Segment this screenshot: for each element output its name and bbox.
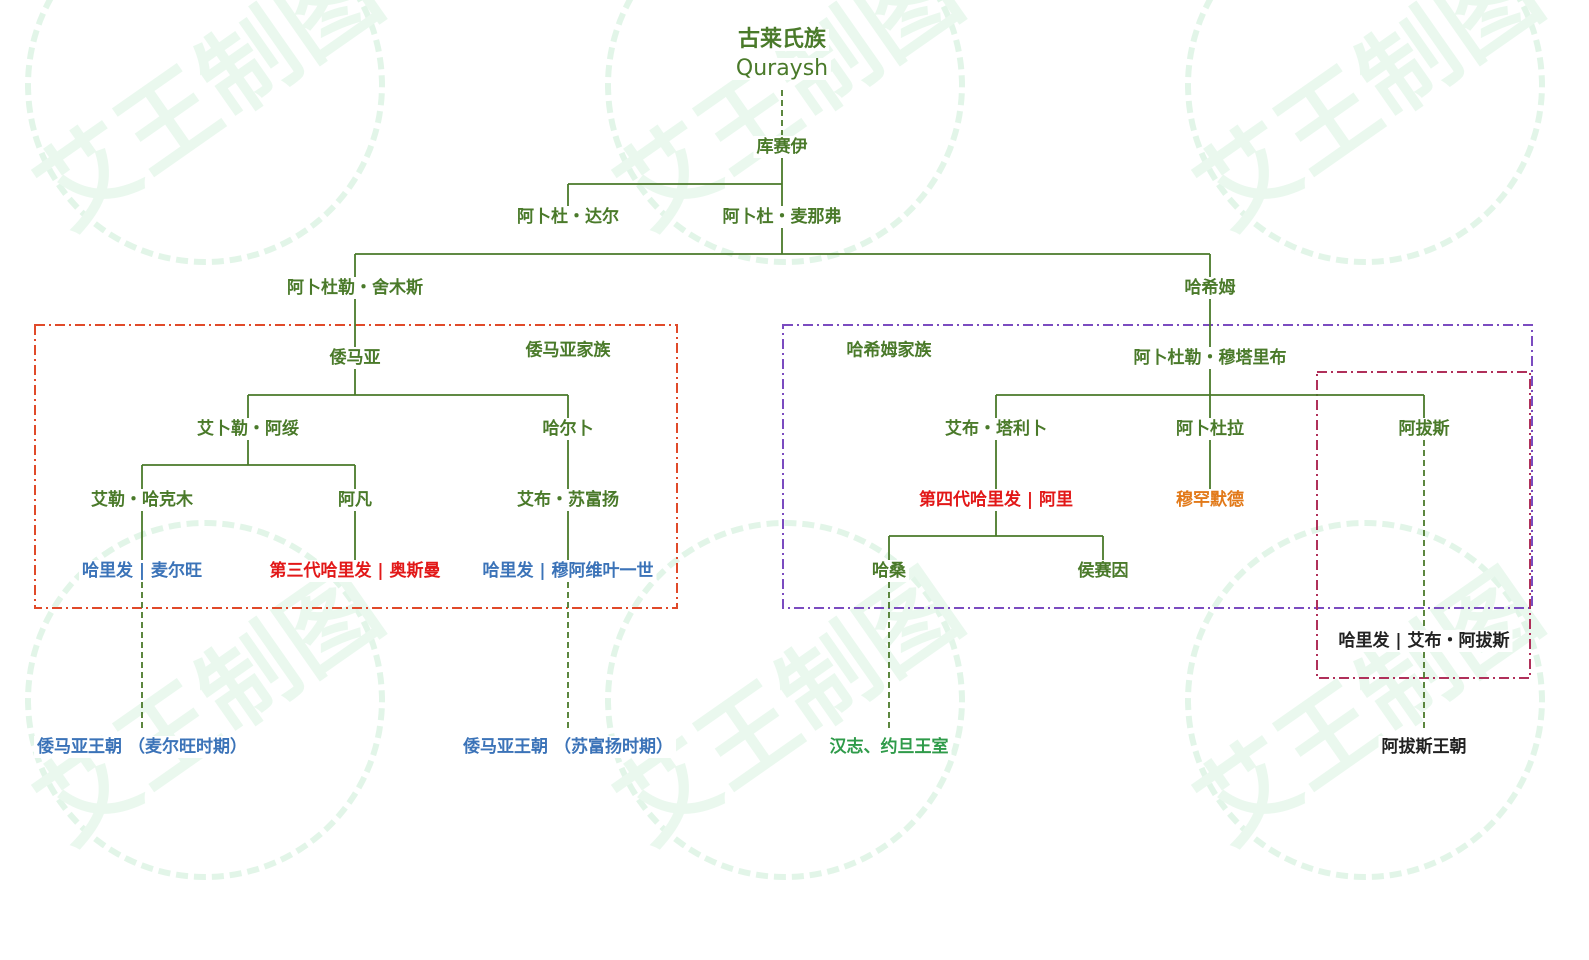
node-abu-al-as: 艾卜勒・阿绥	[194, 418, 302, 440]
node-uthman: 第三代哈里发 | 奥斯曼	[266, 560, 444, 582]
dynasty-hejaz-jordan: 汉志、约旦王室	[826, 736, 952, 758]
node-abd-manaf: 阿卜杜・麦那弗	[719, 206, 845, 228]
node-abd-shams: 阿卜杜勒・舍木斯	[284, 277, 426, 299]
node-harb: 哈尔卜	[539, 418, 597, 440]
dynasty-abbasid: 阿拔斯王朝	[1378, 736, 1470, 758]
clan-title-chinese: 古莱氏族	[734, 29, 830, 51]
node-abu-sufyan: 艾布・苏富扬	[514, 489, 622, 511]
umayyad-family-label: 倭马亚家族	[525, 340, 611, 361]
node-ali: 第四代哈里发 | 阿里	[915, 489, 1077, 511]
umayyad-family-box	[34, 324, 678, 609]
node-muawiya: 哈里发 | 穆阿维叶一世	[479, 560, 657, 582]
node-al-hakam: 艾勒・哈克木	[88, 489, 196, 511]
node-abdullah: 阿卜杜拉	[1173, 418, 1247, 440]
hashim-family-label: 哈希姆家族	[846, 340, 932, 361]
node-hasan: 哈桑	[869, 560, 909, 582]
node-umayya: 倭马亚	[326, 347, 384, 369]
dynasty-umayyad-sufyanid: 倭马亚王朝 （苏富扬时期）	[460, 736, 676, 758]
node-affan: 阿凡	[335, 489, 375, 511]
node-hashim: 哈希姆	[1181, 277, 1239, 299]
node-marwan: 哈里发 | 麦尔旺	[78, 560, 206, 582]
connector-lines	[34, 90, 1533, 730]
node-muhammad: 穆罕默德	[1173, 489, 1247, 511]
node-abbas: 阿拔斯	[1395, 418, 1453, 440]
node-abd-al-muttalib: 阿卜杜勒・穆塔里布	[1130, 347, 1290, 369]
clan-title-english: Quraysh	[732, 58, 832, 80]
node-husayn: 侯赛因	[1074, 560, 1132, 582]
node-abd-al-dar: 阿卜杜・达尔	[514, 206, 622, 228]
node-abu-talib: 艾布・塔利卜	[942, 418, 1050, 440]
node-qusayy: 库赛伊	[753, 136, 811, 158]
hashim-family-box	[782, 324, 1533, 609]
dynasty-umayyad-marwanid: 倭马亚王朝 （麦尔旺时期）	[34, 736, 250, 758]
node-saffah: 哈里发 | 艾布・阿拔斯	[1335, 630, 1513, 652]
